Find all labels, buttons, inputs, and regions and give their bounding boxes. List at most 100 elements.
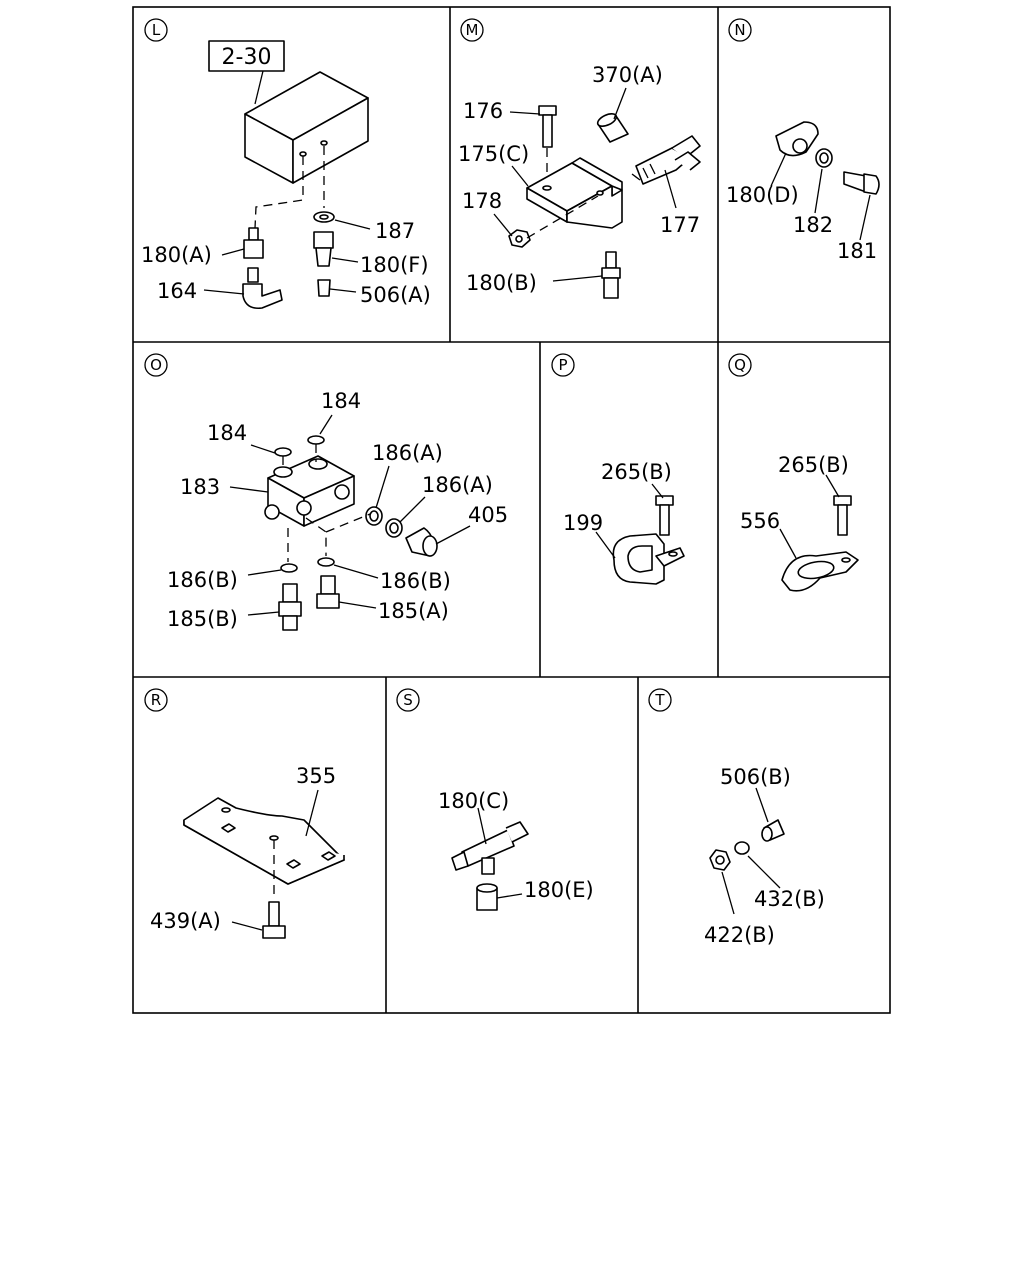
nut-432b xyxy=(734,841,750,855)
bolt-439a xyxy=(262,901,286,939)
panel-t: T 506(B) 432(B) 422(B) xyxy=(648,688,825,947)
spacer-370a xyxy=(596,113,629,143)
label-556: 556 xyxy=(740,509,780,533)
label-439a: 439(A) xyxy=(150,909,221,933)
bolt-265b-q xyxy=(833,495,852,536)
nut-422b xyxy=(709,849,731,871)
panel-n: N 180(D) 182 181 xyxy=(726,18,880,263)
svg-text:Q: Q xyxy=(734,356,746,374)
label-186a-inner: 186(A) xyxy=(372,441,443,465)
label-370a: 370(A) xyxy=(592,63,663,87)
label-506b: 506(B) xyxy=(720,765,791,789)
control-unit-block xyxy=(244,71,369,184)
label-185a: 185(A) xyxy=(378,599,449,623)
washer-186a-outer xyxy=(385,518,403,538)
label-355: 355 xyxy=(296,764,336,788)
panel-s: S 180(C) 180(E) xyxy=(396,688,594,911)
union-185a xyxy=(316,575,340,609)
nut-180e xyxy=(476,883,498,911)
plug-506a xyxy=(317,279,331,297)
label-187: 187 xyxy=(375,219,415,243)
label-175c: 175(C) xyxy=(458,142,529,166)
svg-text:T: T xyxy=(654,691,665,709)
valve-body-183 xyxy=(264,455,355,527)
washer-186a-inner xyxy=(365,506,383,526)
label-180a: 180(A) xyxy=(141,243,212,267)
svg-text:L: L xyxy=(152,21,161,39)
o-ring-186b-left xyxy=(280,563,298,573)
panel-r: R 355 439(A) xyxy=(144,688,345,939)
label-180d: 180(D) xyxy=(726,183,799,207)
label-176: 176 xyxy=(463,99,503,123)
clamp-556 xyxy=(781,551,859,592)
svg-text:N: N xyxy=(734,21,745,39)
label-183: 183 xyxy=(180,475,220,499)
label-180f: 180(F) xyxy=(360,253,429,277)
sleeve-506b xyxy=(761,819,785,842)
svg-text:S: S xyxy=(403,691,413,709)
label-185b: 185(B) xyxy=(167,607,238,631)
section-letter-r: R xyxy=(144,688,168,712)
bolt-181 xyxy=(843,171,880,195)
panel-grid xyxy=(132,6,891,1014)
label-186b-left: 186(B) xyxy=(167,568,238,592)
label-184-left: 184 xyxy=(207,421,247,445)
label-180b: 180(B) xyxy=(466,271,537,295)
section-letter-s: S xyxy=(396,688,420,712)
label-181: 181 xyxy=(837,239,877,263)
section-letter-n: N xyxy=(728,18,752,42)
reference-box: 2-30 xyxy=(208,40,285,72)
label-186a-outer: 186(A) xyxy=(422,473,493,497)
tee-fitting-177 xyxy=(631,135,701,185)
panel-m: M xyxy=(458,18,701,299)
label-180c: 180(C) xyxy=(438,789,509,813)
nut-178 xyxy=(508,229,531,248)
bracket-175c xyxy=(526,157,623,229)
bolt-265b-p xyxy=(655,495,674,536)
plug-405 xyxy=(405,527,438,557)
section-letter-m: M xyxy=(460,18,484,42)
label-178: 178 xyxy=(462,189,502,213)
section-letter-o: O xyxy=(144,353,168,377)
label-186b-right: 186(B) xyxy=(380,569,451,593)
svg-text:O: O xyxy=(150,356,162,374)
label-422b: 422(B) xyxy=(704,923,775,947)
label-177: 177 xyxy=(660,213,700,237)
label-265b-q: 265(B) xyxy=(778,453,849,477)
label-164: 164 xyxy=(157,279,197,303)
panel-l: L 2-30 xyxy=(141,18,431,310)
o-ring-186b-right xyxy=(317,557,335,567)
label-199: 199 xyxy=(563,511,603,535)
svg-text:R: R xyxy=(151,691,161,709)
label-506a: 506(A) xyxy=(360,283,431,307)
section-letter-t: T xyxy=(648,688,672,712)
clip-199 xyxy=(612,533,685,585)
label-265b-p: 265(B) xyxy=(601,460,672,484)
bolt-176 xyxy=(538,105,557,148)
plate-355 xyxy=(183,797,345,885)
label-432b: 432(B) xyxy=(754,887,825,911)
fitting-180a xyxy=(243,227,264,259)
section-letter-q: Q xyxy=(728,353,752,377)
fitting-180b xyxy=(601,251,621,299)
label-182: 182 xyxy=(793,213,833,237)
label-184-right: 184 xyxy=(321,389,361,413)
tee-fitting-180c xyxy=(451,821,529,875)
label-405: 405 xyxy=(468,503,508,527)
union-185b xyxy=(278,583,302,631)
banjo-180d xyxy=(775,121,819,157)
washer-182 xyxy=(815,148,833,168)
svg-text:2-30: 2-30 xyxy=(222,45,272,70)
panel-q: Q 265(B) 556 xyxy=(728,353,859,592)
o-ring-184-left xyxy=(274,447,292,457)
svg-text:M: M xyxy=(466,21,479,39)
o-ring-184-right xyxy=(307,435,325,445)
section-letter-p: P xyxy=(551,353,575,377)
svg-text:P: P xyxy=(558,356,567,374)
section-letter-l: L xyxy=(144,18,168,42)
label-180e: 180(E) xyxy=(524,878,594,902)
panel-o: O xyxy=(144,353,508,631)
fitting-180f xyxy=(313,231,334,267)
panel-p: P 265(B) 199 xyxy=(551,353,685,585)
